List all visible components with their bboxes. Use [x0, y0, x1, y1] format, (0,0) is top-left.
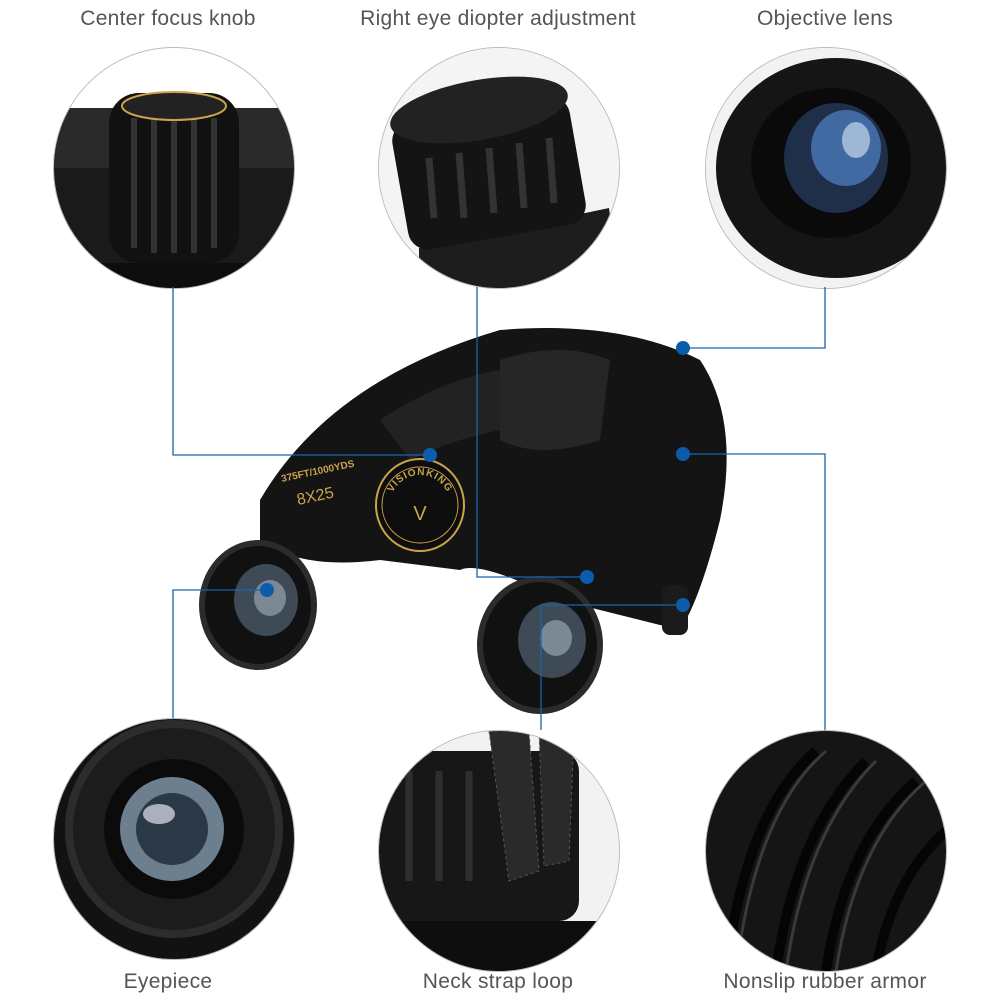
callout-dot-eyepiece: [260, 583, 274, 597]
brand-logo-icon: [375, 458, 465, 552]
callout-dot-nonslip-armor: [676, 447, 690, 461]
detail-eyepiece: [53, 718, 295, 960]
callout-dot-neck-strap: [676, 598, 690, 612]
callout-dot-center-focus-knob: [423, 448, 437, 462]
label-right-eye-diopter: Right eye diopter adjustment: [360, 7, 636, 30]
callout-lines: [172, 287, 826, 730]
label-neck-strap-loop: Neck strap loop: [422, 970, 574, 993]
callout-dot-diopter: [580, 570, 594, 584]
strap-loop: [662, 585, 688, 635]
label-eyepiece: Eyepiece: [123, 970, 213, 993]
detail-neck-strap-loop: [378, 730, 620, 972]
detail-objective-lens: [705, 47, 947, 289]
detail-center-focus-knob: [53, 47, 295, 289]
callout-dot-objective-lens: [676, 341, 690, 355]
detail-right-eye-diopter: [378, 47, 620, 289]
label-nonslip-rubber-armor: Nonslip rubber armor: [723, 970, 927, 993]
label-objective-lens: Objective lens: [756, 7, 894, 30]
svg-text:V: V: [413, 503, 427, 525]
label-center-focus-knob: Center focus knob: [80, 7, 256, 30]
detail-nonslip-rubber-armor: [705, 730, 947, 972]
